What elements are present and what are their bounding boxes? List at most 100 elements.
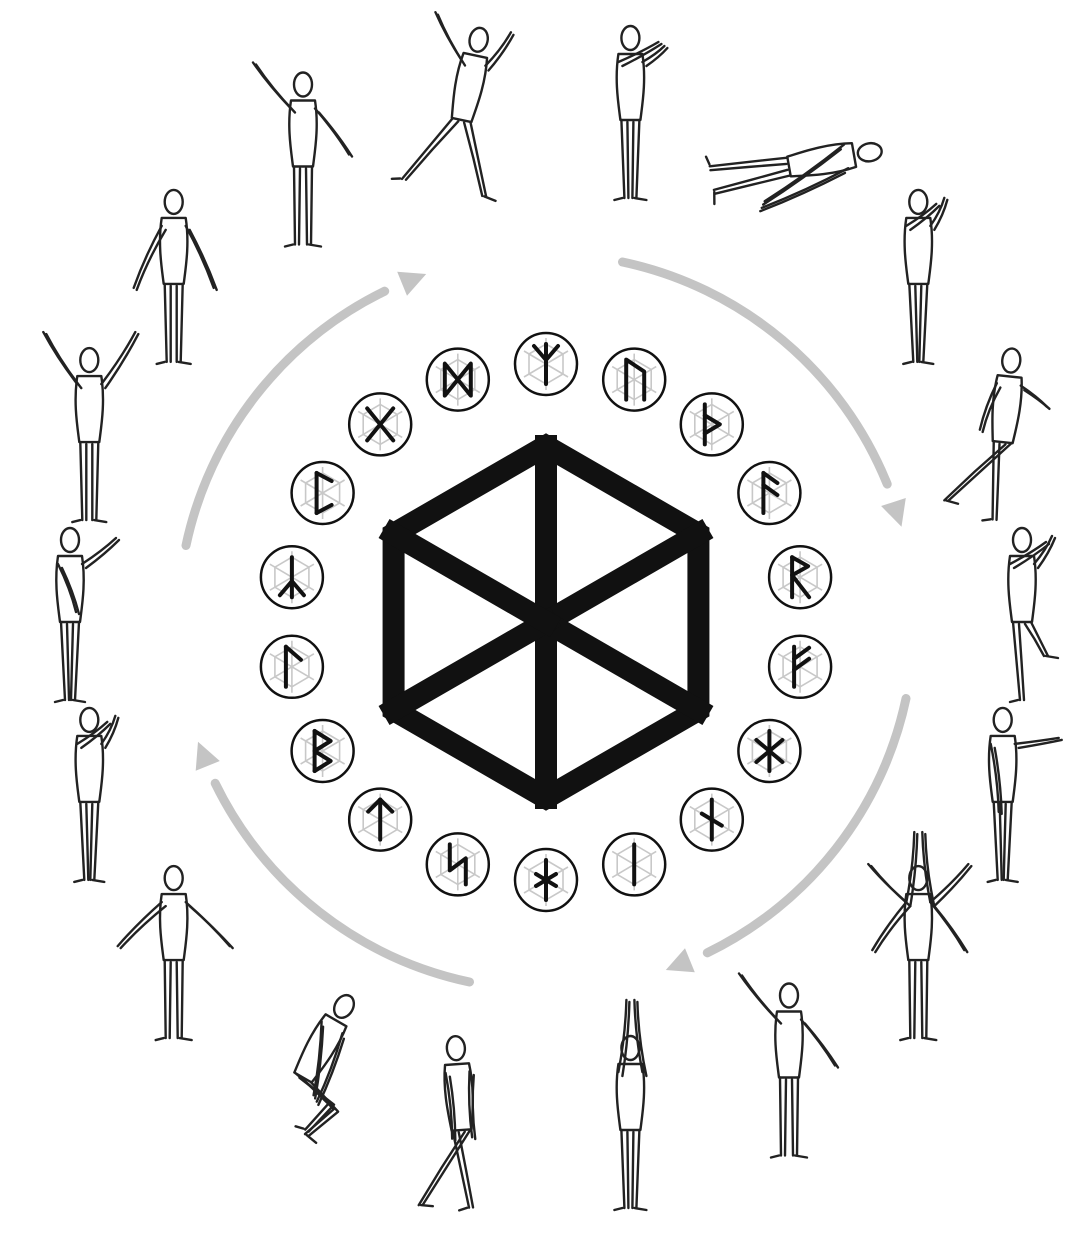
figure-ghost-arm	[930, 864, 968, 902]
arms-overhead-multi-pose-icon	[868, 832, 971, 1040]
rune-disc	[603, 349, 665, 411]
figure-head	[909, 190, 927, 214]
rune-disc	[427, 349, 489, 411]
figure-right-leg	[182, 960, 183, 1038]
figure-head	[165, 190, 183, 214]
figure-right-arm	[186, 226, 214, 288]
forward-bend-pose-icon	[706, 127, 888, 219]
figure-torso	[989, 375, 1023, 444]
figure-right-arm	[101, 332, 135, 384]
rune-disc	[515, 333, 577, 395]
figure-left-leg	[621, 1130, 624, 1208]
figure-torso	[617, 54, 644, 120]
figure-right-leg	[94, 802, 98, 880]
rune-disc	[292, 720, 354, 782]
figure-head	[61, 528, 79, 552]
diagonal-arms-pose-icon	[739, 974, 838, 1158]
rune-disc	[769, 636, 831, 698]
figure-right-leg	[181, 284, 183, 362]
cube-edge	[546, 534, 698, 622]
figure-head	[1013, 528, 1031, 552]
rune-disc	[261, 636, 323, 698]
figure-left-leg	[165, 284, 167, 362]
arms-down-pose-icon	[134, 190, 217, 364]
arms-raised-pose-icon	[43, 332, 138, 522]
cube-edge	[546, 622, 698, 710]
rune-disc	[261, 546, 323, 608]
rune-disc	[292, 462, 354, 524]
figure-head	[294, 73, 312, 97]
figure-head	[467, 26, 490, 53]
squat-pose-icon	[266, 989, 391, 1144]
figure-torso	[76, 736, 103, 802]
figure-right-leg	[311, 167, 312, 245]
figure-head	[780, 984, 798, 1008]
figure-head	[80, 708, 98, 732]
arrowhead-icon	[397, 272, 426, 296]
figure-right-leg	[636, 120, 639, 198]
diagonal-arms-pose-icon	[253, 63, 352, 247]
figure-left-arm	[134, 226, 162, 288]
rune-disc	[681, 393, 743, 455]
figure-right-leg	[923, 284, 927, 362]
rune-disc	[738, 462, 800, 524]
figure-right-leg	[926, 960, 927, 1038]
figure-left-leg	[780, 1078, 781, 1156]
figure-torso	[1008, 556, 1035, 622]
figure-right-leg	[1008, 802, 1012, 880]
figure-left-leg	[294, 167, 295, 245]
arms-overhead-pose-icon	[614, 1000, 646, 1210]
figure-head	[994, 708, 1012, 732]
figure-torso	[989, 736, 1016, 802]
rune-disc	[349, 789, 411, 851]
figure-left-arm	[118, 902, 162, 946]
figure-right-arm	[485, 29, 511, 70]
figure-head	[165, 866, 183, 890]
figure-left-leg	[165, 960, 166, 1038]
cube-edge	[394, 534, 546, 622]
arrowhead-icon	[196, 742, 220, 771]
rune-disc	[681, 789, 743, 851]
figure-torso	[160, 894, 187, 960]
figure-right-leg	[96, 442, 98, 520]
hexagon-cube-symbol	[394, 446, 699, 798]
figure-torso	[448, 53, 489, 123]
figure-left-leg	[909, 960, 910, 1038]
figure-left-leg	[621, 120, 624, 198]
figure-right-arm	[82, 538, 116, 564]
rune-disc	[738, 720, 800, 782]
arms-out-pose-icon	[118, 866, 233, 1040]
arm-over-head-pose-icon	[55, 528, 119, 702]
figure-right-leg	[636, 1130, 639, 1208]
rune-disc	[427, 833, 489, 895]
leg-extended-pose-icon	[943, 343, 1056, 526]
rune-disc	[515, 849, 577, 911]
arrowhead-icon	[666, 948, 695, 972]
figure-right-leg	[75, 622, 79, 700]
arms-forward-pose-icon	[614, 26, 667, 200]
rune-disc	[603, 833, 665, 895]
cube-edge	[394, 622, 546, 710]
figure-torso	[617, 1064, 644, 1130]
figure-head	[1001, 348, 1021, 374]
figure-right-leg	[797, 1078, 798, 1156]
figure-head	[80, 348, 98, 372]
figure-head	[621, 26, 639, 50]
figure-head	[856, 141, 883, 163]
figure-left-leg	[80, 802, 84, 880]
arm-forward-pose-icon	[988, 708, 1062, 882]
arrowhead-icon	[881, 498, 906, 527]
hands-to-face-pose-icon	[903, 190, 947, 364]
figure-torso	[905, 218, 932, 284]
leg-step-pose-icon	[407, 1035, 483, 1213]
figure-left-arm	[872, 902, 906, 950]
hands-to-face-pose-icon	[74, 708, 118, 882]
figure-left-leg	[61, 622, 65, 700]
knee-raise-pose-icon	[1008, 528, 1058, 702]
lunge-pose-icon	[392, 11, 531, 201]
figure-left-leg	[994, 802, 998, 880]
rune-disc	[349, 393, 411, 455]
figure-torso	[160, 218, 187, 284]
figure-right-leg	[456, 122, 501, 197]
